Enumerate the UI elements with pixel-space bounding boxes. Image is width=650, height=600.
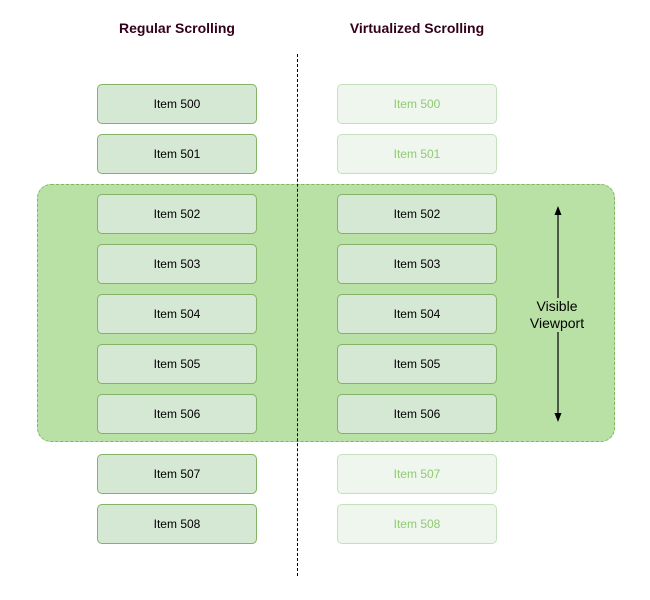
virtualized-list-item: Item 503 <box>337 244 497 284</box>
regular-list-item: Item 504 <box>97 294 257 334</box>
regular-list-item: Item 505 <box>97 344 257 384</box>
virtualized-list-item: Item 508 <box>337 504 497 544</box>
regular-list-item: Item 508 <box>97 504 257 544</box>
visible-viewport-label: Visible Viewport <box>517 298 597 332</box>
regular-list-item: Item 500 <box>97 84 257 124</box>
viewport-label-line-2: Viewport <box>529 315 585 331</box>
column-divider <box>297 54 298 576</box>
regular-scrolling-title: Regular Scrolling <box>119 20 235 36</box>
virtualized-list-item: Item 501 <box>337 134 497 174</box>
virtualized-list-item: Item 502 <box>337 194 497 234</box>
virtualized-list-item: Item 507 <box>337 454 497 494</box>
regular-list-item: Item 502 <box>97 194 257 234</box>
regular-list-item: Item 507 <box>97 454 257 494</box>
regular-list-item: Item 503 <box>97 244 257 284</box>
virtualized-scrolling-title: Virtualized Scrolling <box>349 20 485 36</box>
virtualized-list-item: Item 505 <box>337 344 497 384</box>
viewport-label-line-1: Visible <box>536 298 578 314</box>
virtualized-list-item: Item 504 <box>337 294 497 334</box>
regular-list-item: Item 501 <box>97 134 257 174</box>
virtualized-list-item: Item 506 <box>337 394 497 434</box>
virtualized-list-item: Item 500 <box>337 84 497 124</box>
regular-list-item: Item 506 <box>97 394 257 434</box>
